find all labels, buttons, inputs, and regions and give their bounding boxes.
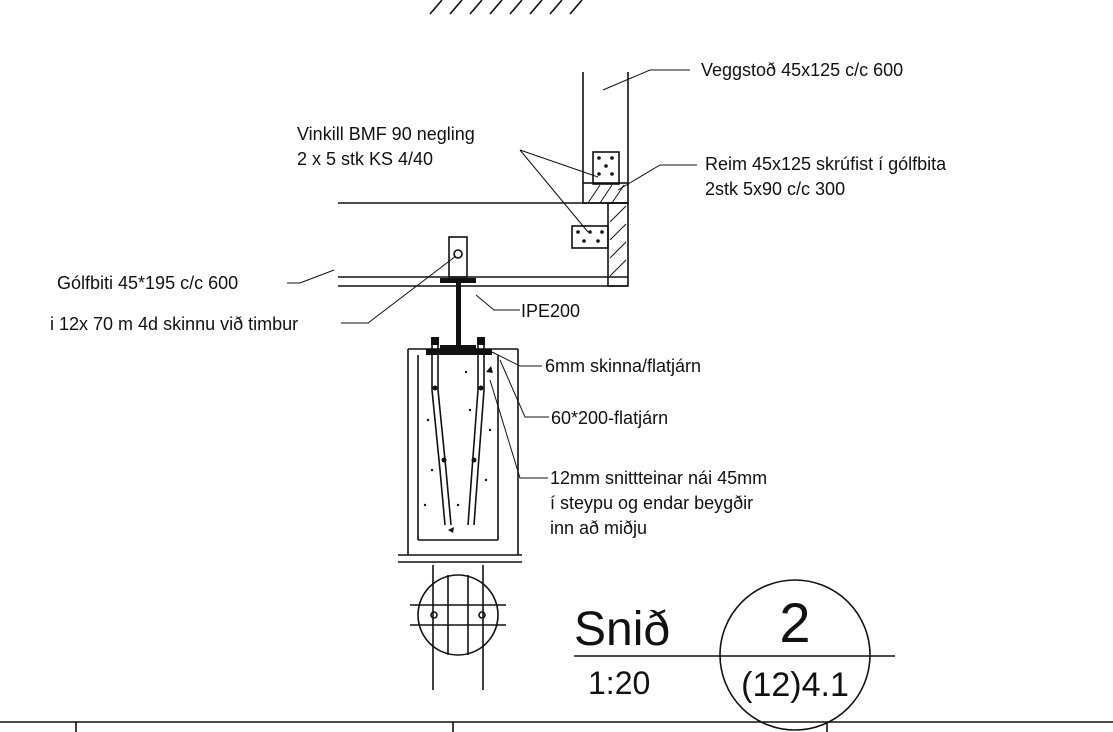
ipe-beam [440, 278, 476, 350]
concrete-column [398, 348, 522, 563]
angle-bracket-lower [571, 225, 609, 249]
label-reim-line1: Reim 45x125 skrúfist í gólfbita [705, 154, 947, 174]
plan-view-detail [410, 565, 506, 690]
label-flatjarn: 60*200-flatjárn [551, 408, 668, 428]
label-reim-line2: 2stk 5x90 c/c 300 [705, 179, 845, 199]
label-skinna: 6mm skinna/flatjárn [545, 356, 701, 376]
scale-text: 1:20 [588, 665, 650, 701]
label-vinkill-line1: Vinkill BMF 90 negling [297, 124, 475, 144]
label-ipe: IPE200 [521, 301, 580, 321]
label-bolt: i 12x 70 m 4d skinnu við timbur [50, 314, 298, 334]
wall-stud [582, 72, 629, 183]
sheet-reference: (12)4.1 [741, 666, 849, 704]
label-snitt-line3: inn að miðju [550, 518, 647, 538]
floor-joist [338, 202, 628, 287]
leader-lines [287, 69, 697, 479]
detail-number: 2 [779, 591, 810, 654]
section-word: Snið [574, 603, 670, 656]
label-golfbiti: Gólfbiti 45*195 c/c 600 [57, 273, 238, 293]
top-hatch [429, 0, 583, 15]
bolt-plate [448, 236, 468, 278]
label-vinkill-line2: 2 x 5 stk KS 4/40 [297, 149, 433, 169]
rim-hatch [609, 205, 627, 277]
sill-hatch [587, 184, 625, 204]
bolt-icon [453, 249, 463, 259]
anchor-rods [431, 337, 485, 526]
rim-board [607, 202, 629, 287]
sheet-border [0, 721, 1113, 732]
concrete-stipple [423, 366, 493, 533]
base-plate [426, 349, 492, 355]
angle-bracket-upper [592, 151, 620, 185]
label-snitt-line1: 12mm snittteinar nái 45mm [550, 468, 767, 488]
section-title-block: Snið 1:20 2 (12)4.1 [574, 579, 895, 731]
label-snitt-line2: í steypu og endar beygðir [550, 493, 753, 513]
label-veggstod: Veggstoð 45x125 c/c 600 [701, 60, 903, 80]
